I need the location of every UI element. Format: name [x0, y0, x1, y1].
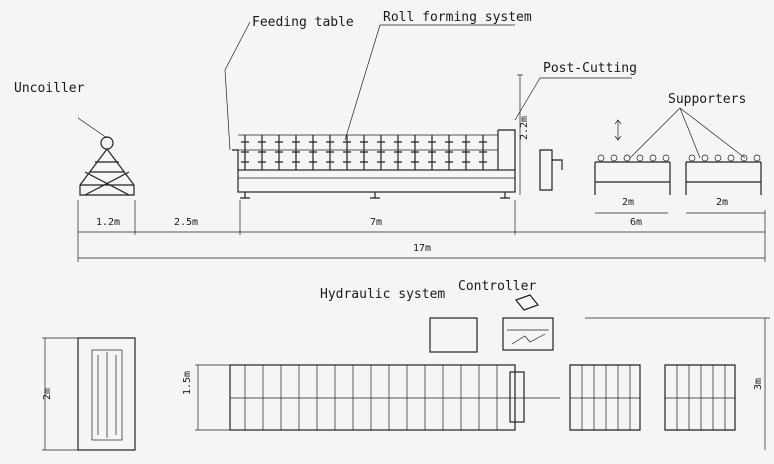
- roll-forming-machine-side: [232, 129, 516, 199]
- hydraulic-label: Hydraulic system: [320, 287, 445, 302]
- machine-plan-view: [195, 364, 560, 431]
- controller-cabinet: [502, 317, 554, 351]
- roller-stand: [343, 135, 351, 170]
- gap-length-dim: 2.5m: [174, 217, 198, 228]
- total-width-dim: 3m: [753, 378, 764, 390]
- supporter-table-1: [594, 154, 671, 195]
- post-cutting-label: Post-Cutting: [543, 61, 637, 76]
- roller-stand: [258, 135, 266, 170]
- machine-length-dim: 7m: [370, 217, 382, 228]
- roller-stand: [462, 135, 470, 170]
- cutter-height-dim: 2.2m: [519, 116, 530, 140]
- feeding-table-label: Feeding table: [252, 15, 354, 30]
- machine-width-dim: 1.5m: [182, 371, 193, 395]
- roller-stand: [445, 135, 453, 170]
- roller-stand: [428, 135, 436, 170]
- uncoiller-side-view: [77, 117, 135, 196]
- roller-stand: [479, 135, 487, 170]
- roller-stand: [326, 135, 334, 170]
- supporter-plan-1: [569, 364, 641, 431]
- roller-stand: [377, 135, 385, 170]
- supporter-plan-2: [664, 364, 736, 431]
- roller-stand: [309, 135, 317, 170]
- roller-stand: [275, 135, 283, 170]
- uncoiller-leader: [77, 117, 108, 139]
- roll-forming-label: Roll forming system: [383, 10, 532, 25]
- supporters-label: Supporters: [668, 92, 746, 107]
- hydraulic-unit: [429, 317, 478, 353]
- roller-stand: [241, 135, 249, 170]
- uncoiller-label: Uncoiller: [14, 81, 85, 96]
- controller-label: Controller: [458, 279, 536, 294]
- operator-icon: [515, 294, 539, 311]
- total-length-dim: 17m: [413, 243, 431, 254]
- uncoiller-width-dim: 2m: [42, 388, 53, 400]
- supporters-length-dim: 6m: [630, 217, 642, 228]
- roller-stand: [292, 135, 300, 170]
- uncoiller-length-dim: 1.2m: [96, 217, 120, 228]
- roller-stand: [394, 135, 402, 170]
- supporter-table-2: [685, 154, 762, 195]
- roller-stand: [360, 135, 368, 170]
- roller-stand: [411, 135, 419, 170]
- support1-dim: 2m: [622, 197, 634, 208]
- support2-dim: 2m: [716, 197, 728, 208]
- uncoiller-plan-view: [42, 337, 136, 451]
